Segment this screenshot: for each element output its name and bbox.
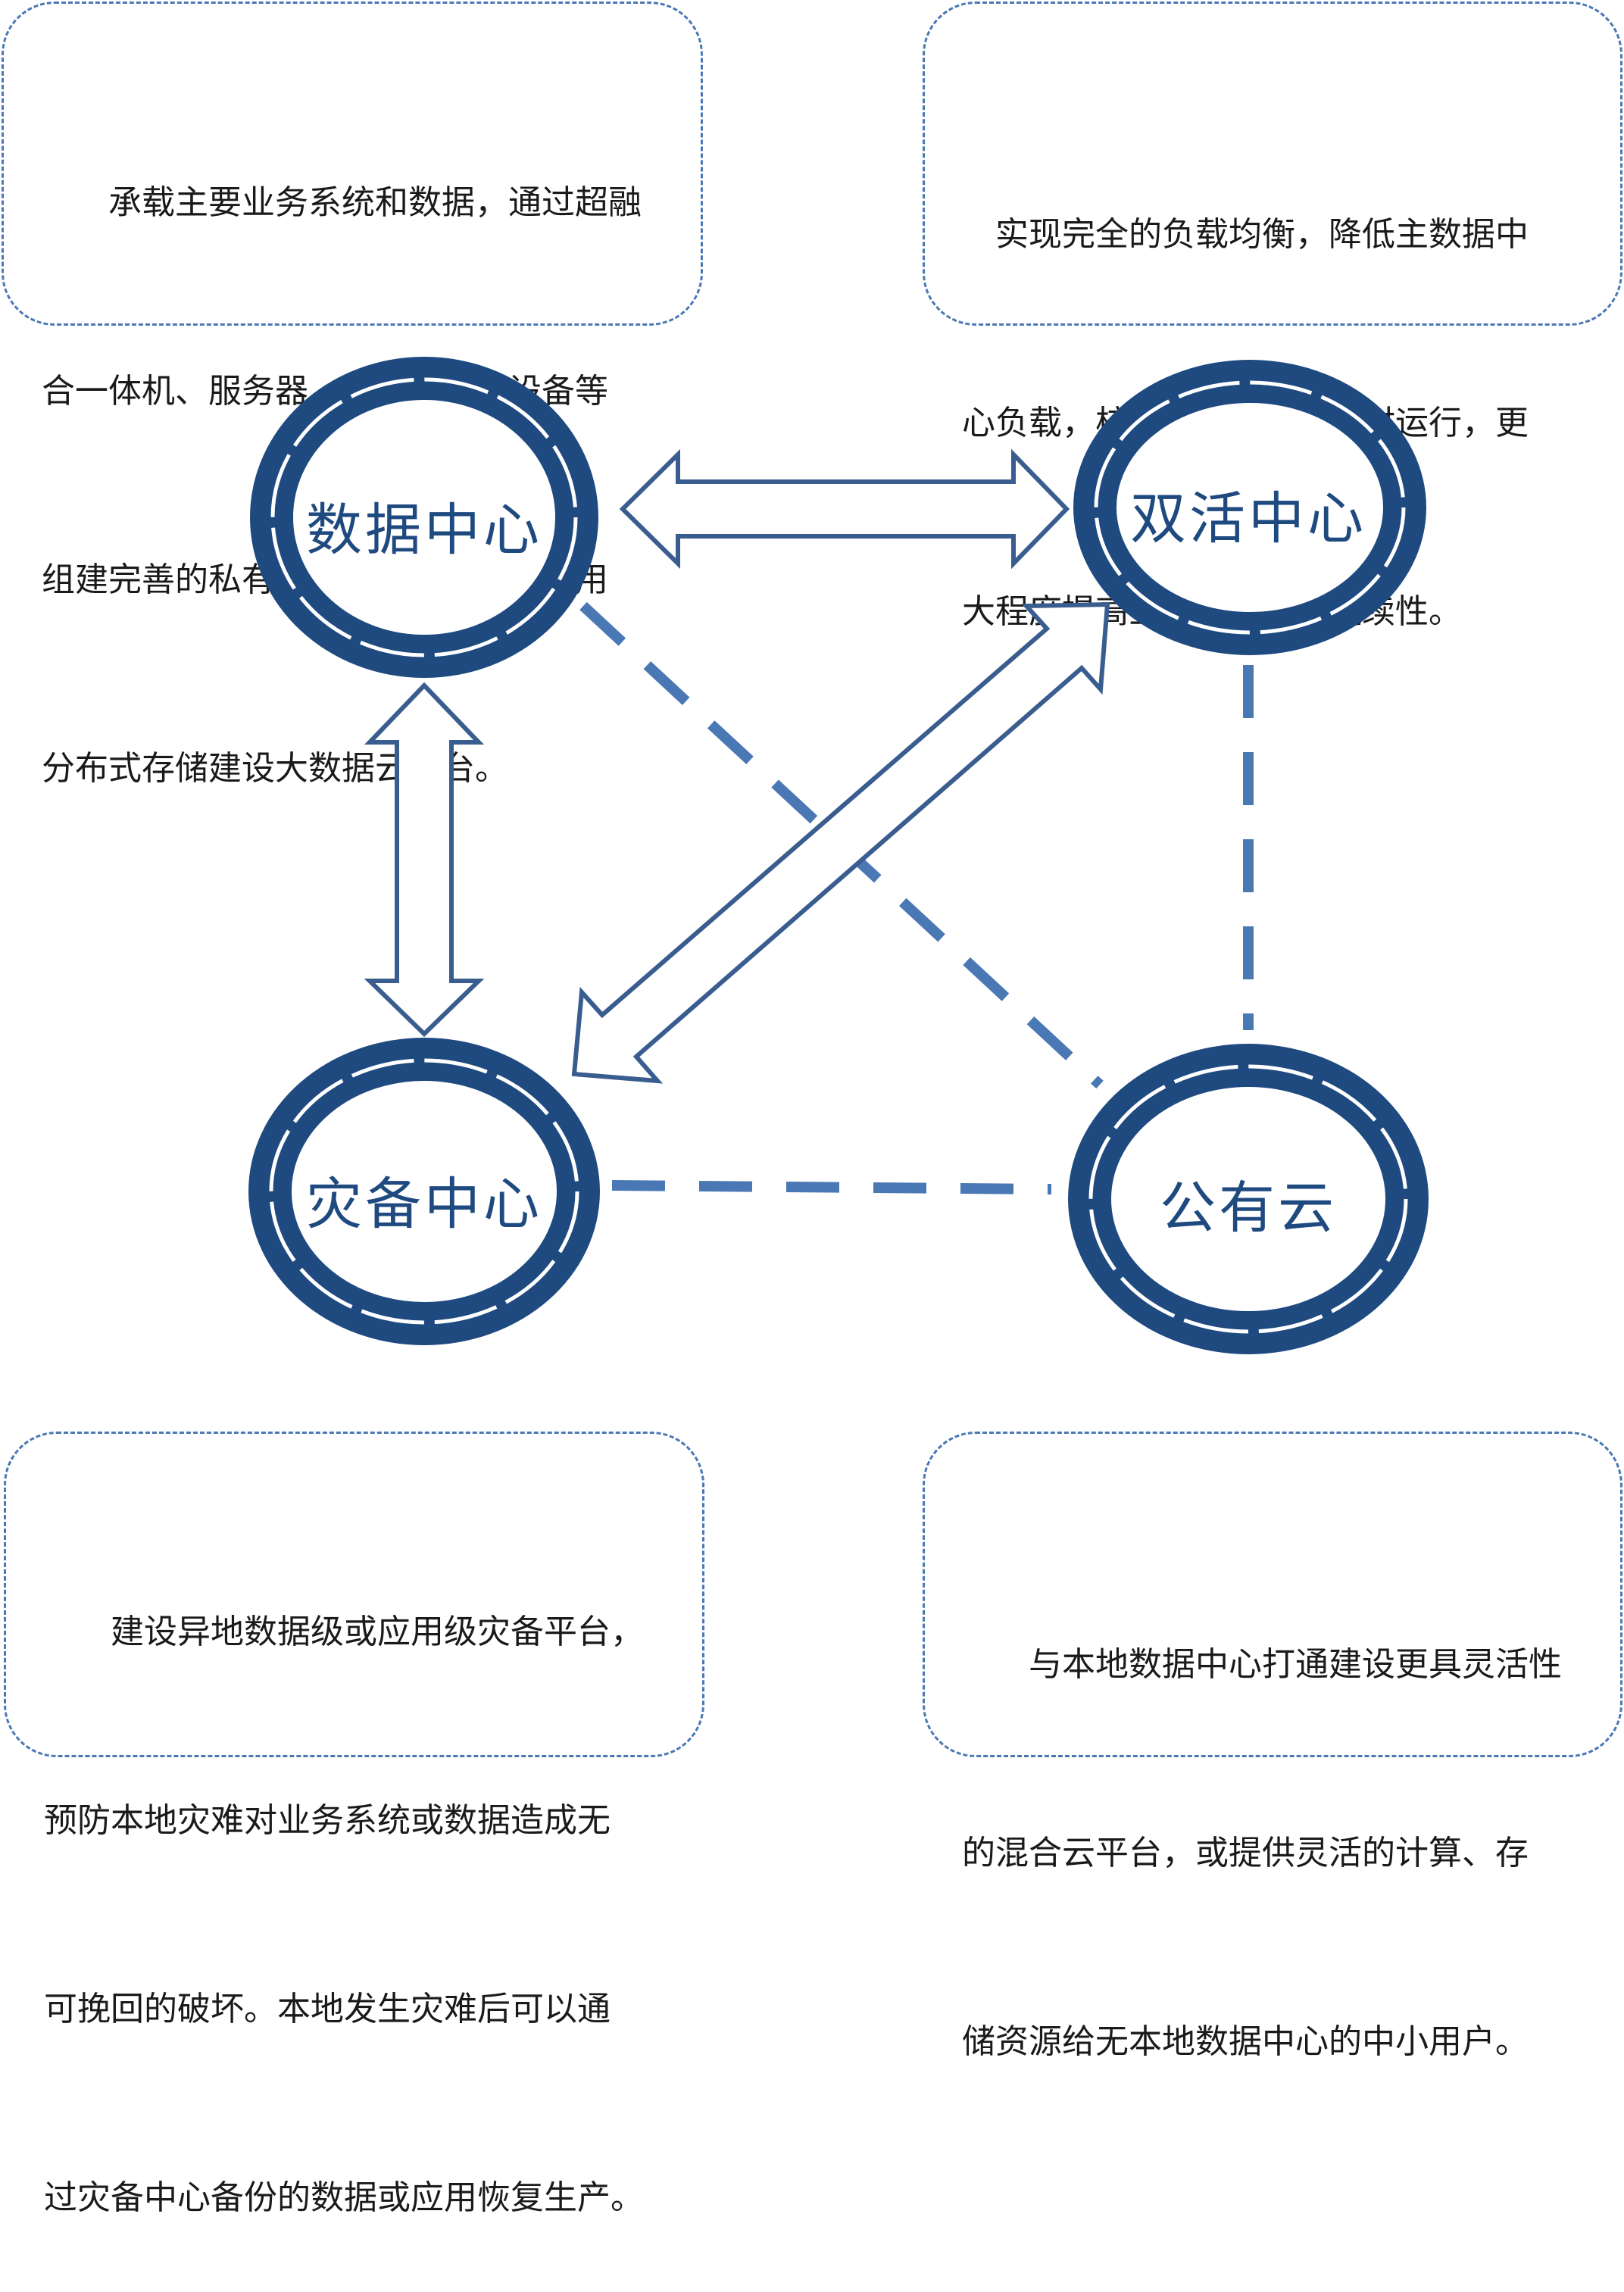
description-box-active-center	[923, 2, 1622, 326]
arrow-data-active	[619, 448, 1070, 570]
node-data-center-label: 数据中心	[306, 498, 542, 563]
node-public-cloud-label: 公有云	[1160, 1176, 1337, 1241]
text-line: 与本地数据中心打通建设更具灵活性	[962, 1645, 1562, 1684]
description-box-public-cloud	[923, 1432, 1622, 1757]
arrow-data-backup	[364, 682, 485, 1038]
text-line: 过灾备中心备份的数据或应用恢复生产。	[44, 2178, 644, 2217]
node-backup-center-label: 灾备中心	[306, 1172, 542, 1237]
dashed-link-backup-to-cloud	[611, 1180, 1052, 1194]
node-active-center-label: 双活中心	[1130, 486, 1366, 551]
description-box-data-center	[2, 2, 703, 326]
text-line: 承载主要业务系统和数据，通过超融	[42, 183, 642, 222]
ring-backup-center	[248, 1038, 600, 1345]
description-box-backup-center	[4, 1432, 704, 1757]
ring-data-center	[250, 357, 598, 678]
ring-active-center	[1073, 360, 1426, 655]
arrow-backup-active	[571, 601, 1110, 1084]
text-line: 预防本地灾难对业务系统或数据造成无	[44, 1801, 611, 1840]
text-line: 的混合云平台，或提供灵活的计算、存	[962, 1834, 1529, 1872]
diagram-canvas	[248, 357, 1429, 1354]
ring-public-cloud	[1068, 1044, 1429, 1354]
text-line: 可挽回的破坏。本地发生灾难后可以通	[44, 1990, 611, 2028]
text-line: 实现完全的负载均衡，降低主数据中	[962, 215, 1529, 254]
text-line: 建设异地数据级或应用级灾备平台，	[44, 1613, 644, 1651]
text-line: 储资源给无本地数据中心的中小用户。	[962, 2022, 1529, 2061]
